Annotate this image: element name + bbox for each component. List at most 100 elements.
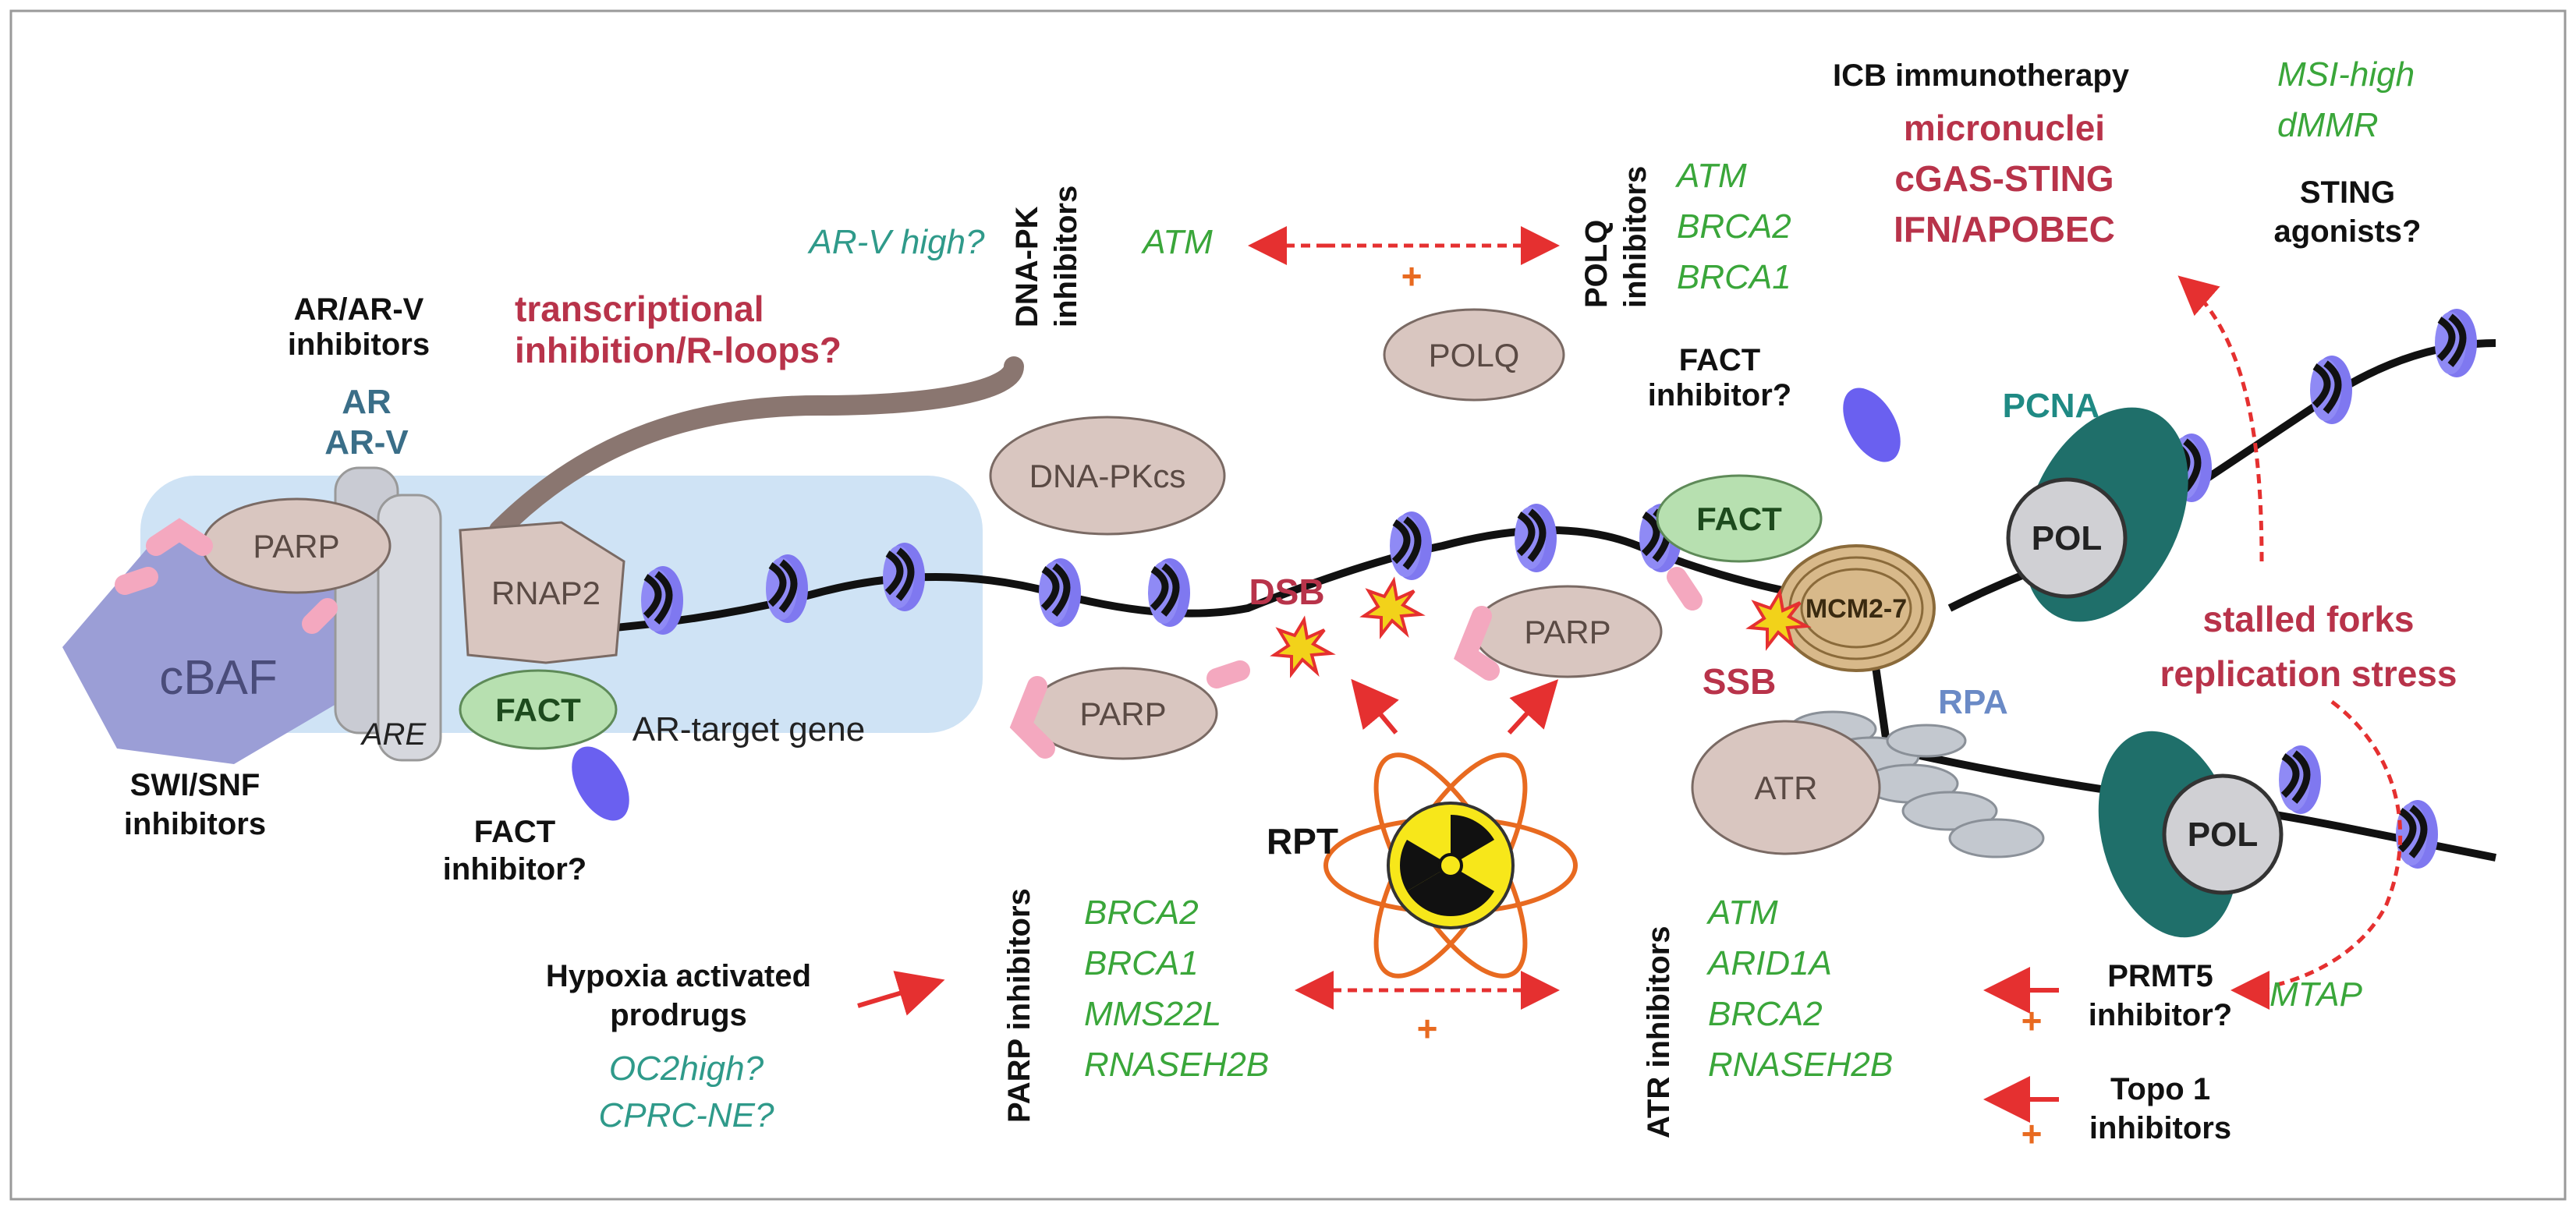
- fact-inhibitor-bottom-label-1: FACT: [474, 815, 555, 849]
- parp-gene-1: BRCA2: [1084, 894, 1199, 932]
- swi-snf-label-1: SWI/SNF: [130, 768, 260, 802]
- dnapkcs-protein: [989, 416, 1226, 536]
- plus-sign: +: [2021, 1000, 2043, 1041]
- stalled-forks-label: stalled forks: [2203, 599, 2415, 639]
- plus-sign: +: [2021, 1113, 2043, 1154]
- micronuclei-label: micronuclei: [1904, 108, 2105, 148]
- replication-stress-label: replication stress: [2160, 653, 2457, 694]
- rpa-label: RPA: [1938, 683, 2008, 721]
- nucleosome-icon: [2310, 356, 2352, 424]
- rna-transcript: [489, 356, 1024, 540]
- parp-gene-2: BRCA1: [1084, 944, 1199, 982]
- ar-target-gene-label: AR-target gene: [632, 710, 865, 749]
- prmt5-label-1: PRMT5: [2107, 959, 2213, 993]
- nucleosome-icon: [2396, 800, 2438, 869]
- ssb-label: SSB: [1703, 661, 1777, 702]
- arv-high-label: AR-V high?: [806, 223, 985, 261]
- cbaf-complex: [62, 538, 367, 764]
- are-label: ARE: [360, 717, 427, 752]
- dsb-label: DSB: [1249, 572, 1324, 612]
- atr-inhibitors-label: ATR inhibitors: [1642, 926, 1676, 1138]
- nucleosome-icon: [1148, 558, 1190, 627]
- nucleosome-icon: [1390, 511, 1432, 580]
- ar-label: AR: [342, 383, 392, 421]
- mcm-complex: MCM2-7: [1777, 544, 1936, 672]
- sting-label-2: agonists?: [2274, 214, 2422, 249]
- atr-gene-3: BRCA2: [1708, 995, 1823, 1033]
- dnapk-inhibitors-label-1: DNA-PK: [1010, 206, 1044, 327]
- cbaf-label: cBAF: [159, 651, 278, 705]
- ifn-apobec-label: IFN/APOBEC: [1894, 209, 2115, 250]
- polq-inhibitors-label-1: POLQ: [1579, 220, 1614, 308]
- polq-gene-2: BRCA2: [1677, 207, 1791, 246]
- plus-sign: +: [1417, 1008, 1438, 1049]
- ar-inhibitors-label-1: AR/AR-V: [294, 292, 424, 327]
- msi-high-label: MSI-high: [2277, 55, 2415, 94]
- polq-label: POLQ: [1429, 337, 1520, 373]
- parp-label-1: PARP: [253, 528, 339, 565]
- swi-snf-label-2: inhibitors: [124, 807, 266, 841]
- pcna-label: PCNA: [2003, 387, 2100, 425]
- plus-sign: +: [1401, 256, 1423, 296]
- dnapk-inhibitors-label-2: inhibitors: [1049, 186, 1083, 327]
- arv-protein: [377, 494, 442, 762]
- oc2high-label: OC2high?: [609, 1049, 764, 1088]
- arv-label: AR-V: [324, 423, 409, 462]
- fact-fork-protein: [1656, 474, 1823, 563]
- parp-inhibitors-label: PARP inhibitors: [1002, 888, 1036, 1123]
- nucleosome-icon: [2435, 309, 2477, 377]
- atr-label: ATR: [1755, 770, 1818, 806]
- parp-label-3: PARP: [1524, 614, 1610, 650]
- dnapkcs-label: DNA-PKcs: [1029, 458, 1186, 494]
- fact-inhibitor-top-label-1: FACT: [1679, 343, 1760, 377]
- topo1-label-2: inhibitors: [2089, 1111, 2231, 1145]
- atr-gene-1: ATM: [1706, 894, 1778, 932]
- sting-label-1: STING: [2300, 175, 2395, 210]
- dna-break-star-icon: [1270, 576, 1812, 678]
- rnap2-label: RNAP2: [491, 575, 601, 611]
- nucleosome-icon: [641, 566, 683, 635]
- parp-gene-3: MMS22L: [1084, 995, 1221, 1033]
- parp-label-2: PARP: [1079, 695, 1166, 732]
- fact-gene-protein: [459, 669, 618, 750]
- arrow-icon: [1351, 678, 1399, 734]
- radiation-icon: [1323, 752, 1578, 979]
- nucleosome-icon: [883, 543, 925, 611]
- fact-inhibitor-top-label-2: inhibitor?: [1648, 378, 1791, 412]
- pol-lower: [2162, 773, 2284, 895]
- rnap2-protein: [459, 521, 625, 664]
- polq-gene-3: BRCA1: [1677, 258, 1791, 296]
- nucleosome-icon: [1515, 504, 1557, 572]
- arrow-icon: [857, 971, 945, 1016]
- hypoxia-label-1: Hypoxia activated: [546, 959, 811, 993]
- prmt5-label-2: inhibitor?: [2089, 998, 2232, 1032]
- atr-protein: [1691, 720, 1881, 855]
- parp-gene-4: RNASEH2B: [1084, 1046, 1269, 1084]
- hypoxia-label-2: prodrugs: [610, 998, 747, 1032]
- transcriptional-label-1: transcriptional: [515, 288, 764, 329]
- ar-inhibitors-label-2: inhibitors: [288, 327, 430, 362]
- polq-protein: [1383, 308, 1565, 402]
- par-chains: [115, 518, 1703, 759]
- cgas-sting-label: cGAS-STING: [1894, 158, 2114, 199]
- fact-bound-nucleosome: [572, 746, 629, 821]
- mtap-label: MTAP: [2270, 975, 2363, 1014]
- nucleosome-icon: [1039, 558, 1081, 627]
- arrow-icon: [2231, 700, 2403, 1010]
- dmmr-label: dMMR: [2277, 106, 2379, 144]
- fact-fork-label: FACT: [1696, 501, 1782, 537]
- atr-gene-2: ARID1A: [1706, 944, 1832, 982]
- polq-gene-1: ATM: [1674, 157, 1747, 195]
- arrow-icon: [1507, 679, 1559, 735]
- icb-label: ICB immunotherapy: [1833, 58, 2130, 93]
- atm-dnapk-label: ATM: [1140, 223, 1213, 261]
- pol-upper: [2006, 477, 2128, 599]
- nucleosome-icon: [766, 554, 808, 623]
- rpt-label: RPT: [1267, 821, 1338, 862]
- fact-inhibitor-bottom-label-2: inhibitor?: [443, 852, 586, 887]
- pol-lower-label: POL: [2188, 816, 2258, 854]
- arrow-icon: [2177, 275, 2264, 562]
- transcriptional-label-2: inhibition/R-loops?: [515, 330, 842, 370]
